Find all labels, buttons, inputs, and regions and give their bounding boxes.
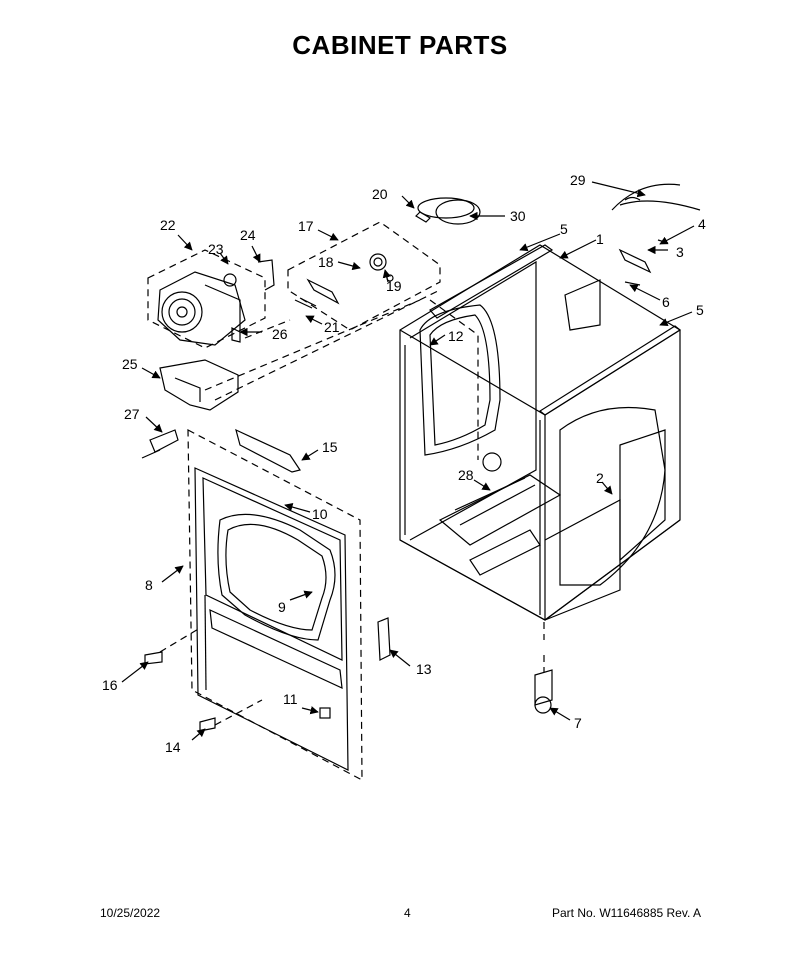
callout-7: 7 [574,715,582,731]
callout-20: 20 [372,186,388,202]
footer-page-number: 4 [404,906,411,920]
callout-16: 16 [102,677,118,693]
callout-29: 29 [570,172,586,188]
callout-5a: 5 [560,221,568,237]
footer-date: 10/25/2022 [100,906,161,920]
callout-25: 25 [122,356,138,372]
callout-10: 10 [312,506,328,522]
callout-19: 19 [386,278,402,294]
callout-23: 23 [208,241,224,257]
callout-18: 18 [318,254,334,270]
callout-4: 4 [698,216,706,232]
callout-26: 26 [272,326,288,342]
callout-labels: 1 2 3 4 5 5 6 7 8 9 10 11 12 13 14 15 16… [102,172,706,755]
callout-30: 30 [510,208,526,224]
callout-12: 12 [448,328,464,344]
callout-17: 17 [298,218,314,234]
leader-arrows [121,181,695,741]
callout-28: 28 [458,467,474,483]
cabinet-drawing [399,244,682,621]
callout-3: 3 [676,244,684,260]
callout-6: 6 [662,294,670,310]
dashed-group-outlines [147,221,545,782]
motor-assembly-drawing [157,259,275,411]
callout-13: 13 [416,661,432,677]
callout-24: 24 [240,227,256,243]
callout-15: 15 [322,439,338,455]
callout-5b: 5 [696,302,704,318]
callout-14: 14 [165,739,181,755]
callout-22: 22 [160,217,176,233]
small-parts-drawing [141,183,701,732]
callout-8: 8 [145,577,153,593]
callout-1: 1 [596,231,604,247]
callout-9: 9 [278,599,286,615]
page-title: CABINET PARTS [292,30,508,60]
callout-27: 27 [124,406,140,422]
callout-11: 11 [283,691,298,707]
callout-2: 2 [596,470,604,486]
callout-21: 21 [324,319,340,335]
front-panel-drawing [194,467,349,771]
footer-part-number: Part No. W11646885 Rev. A [552,906,701,920]
